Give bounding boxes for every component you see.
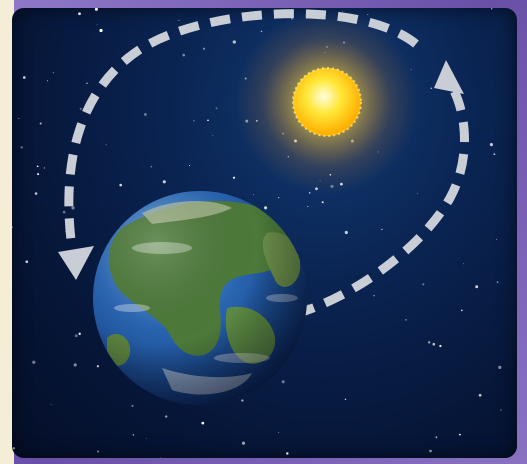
star [36, 165, 39, 168]
star [475, 285, 479, 289]
star [264, 206, 268, 210]
star [496, 281, 499, 283]
star [182, 53, 185, 57]
star [405, 319, 407, 321]
star [202, 47, 206, 50]
orbit-arrow-icon [64, 9, 469, 319]
star [373, 294, 375, 297]
star [132, 434, 135, 436]
star [165, 415, 168, 418]
star [201, 421, 205, 425]
star [459, 433, 461, 436]
star [71, 206, 75, 210]
star [78, 332, 81, 335]
star [232, 40, 236, 44]
orbit-arrowheads [58, 60, 464, 280]
star [493, 153, 496, 156]
star [96, 24, 98, 26]
star [150, 165, 153, 168]
star [428, 341, 431, 344]
star [193, 120, 195, 122]
star [212, 135, 214, 137]
star [498, 365, 502, 370]
star [73, 363, 77, 367]
star [43, 167, 46, 169]
star [99, 28, 103, 33]
star [281, 380, 285, 384]
star [18, 117, 20, 119]
star [308, 192, 311, 194]
star [232, 176, 236, 179]
star [162, 180, 166, 184]
star [500, 409, 502, 411]
star [105, 144, 107, 146]
space-scene [12, 8, 517, 458]
left-page-strip [0, 0, 14, 464]
star [12, 447, 16, 450]
star [47, 80, 49, 82]
star [429, 449, 432, 453]
star [278, 431, 280, 433]
star [50, 403, 52, 406]
star [62, 210, 66, 214]
star [344, 398, 347, 400]
star [215, 107, 218, 110]
star [97, 450, 99, 453]
star [178, 19, 180, 21]
sun-icon [235, 10, 419, 194]
star [74, 334, 78, 338]
star [344, 230, 348, 235]
star [416, 192, 418, 194]
star [20, 146, 23, 149]
star [490, 8, 493, 10]
star [22, 76, 26, 79]
star [32, 360, 36, 364]
star [278, 197, 280, 199]
star [252, 194, 254, 196]
star [94, 8, 98, 11]
star [34, 192, 38, 195]
star [12, 226, 14, 229]
star [435, 436, 438, 439]
star [460, 309, 463, 312]
star [439, 344, 442, 348]
star [37, 173, 40, 176]
star [189, 165, 191, 166]
scene-svg [12, 8, 502, 458]
star [462, 263, 465, 265]
star [478, 393, 482, 397]
star [286, 452, 289, 455]
star [78, 12, 81, 16]
earth-icon [93, 191, 307, 405]
star [25, 260, 29, 264]
star [496, 239, 497, 240]
star [144, 113, 147, 116]
star [381, 228, 383, 231]
star [131, 404, 134, 407]
star [79, 107, 82, 110]
star [119, 183, 122, 187]
star [367, 14, 369, 16]
star [146, 437, 148, 439]
star [307, 205, 309, 208]
star [207, 119, 209, 122]
star [321, 201, 324, 204]
star [260, 30, 263, 33]
star [422, 283, 425, 286]
star [39, 122, 42, 125]
star [52, 72, 54, 74]
star [432, 342, 436, 346]
star [86, 82, 88, 85]
star [430, 87, 433, 90]
star [241, 399, 244, 402]
star [96, 365, 100, 368]
star [489, 143, 493, 147]
star [160, 456, 162, 458]
star [241, 441, 246, 445]
